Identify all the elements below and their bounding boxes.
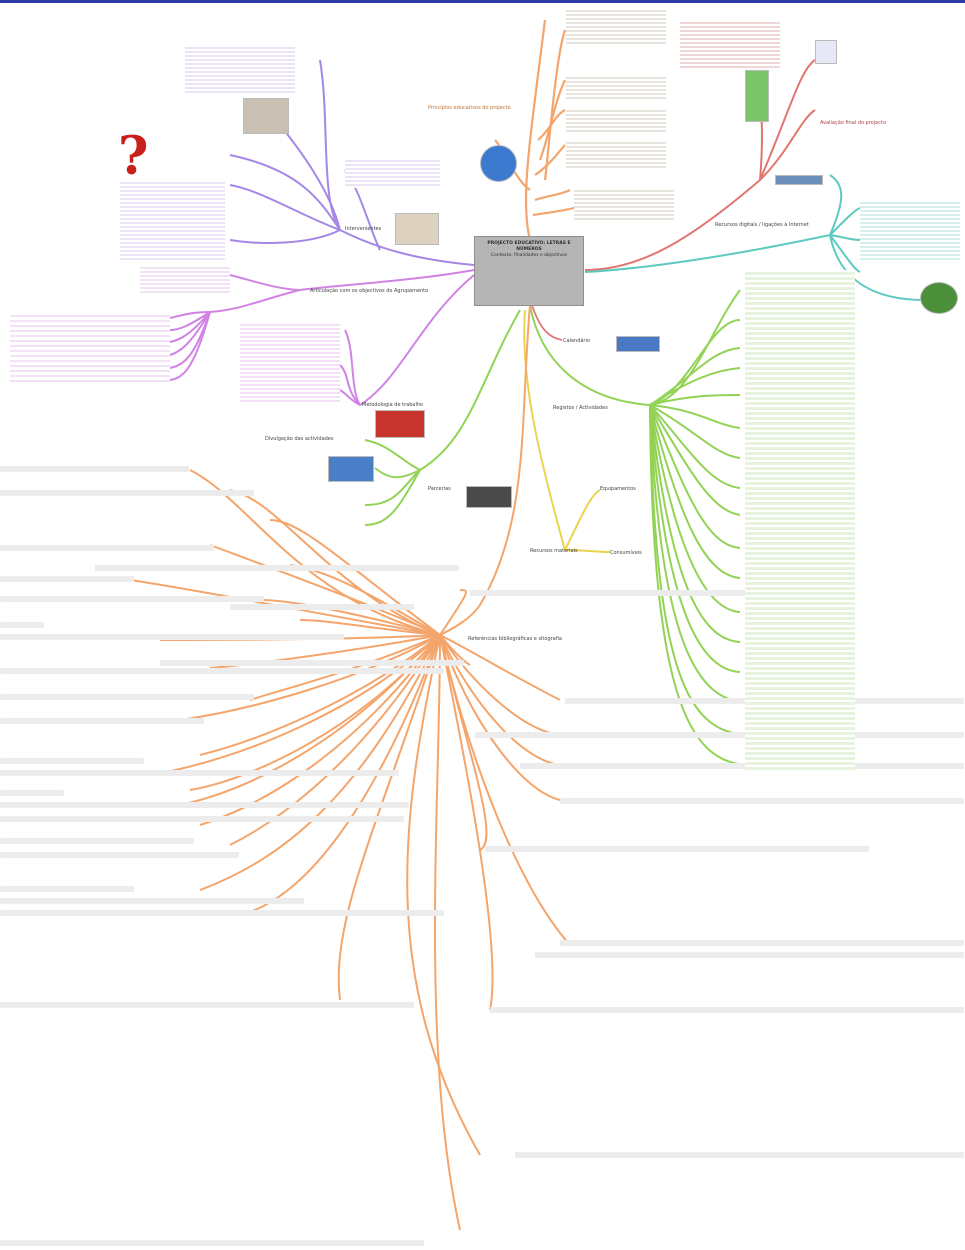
magenta-note-block: [140, 265, 230, 295]
green-note-block: [745, 270, 855, 770]
yellow-branch-label[interactable]: Recursos materiais: [530, 548, 578, 554]
citation-pill: [0, 718, 204, 724]
resources-image: [328, 456, 374, 482]
citation-pill: [0, 545, 214, 551]
top-bar: [0, 0, 965, 3]
citation-pill: [470, 590, 804, 596]
citation-pill: [0, 1240, 424, 1246]
citation-pill: [0, 770, 399, 776]
citation-pill: [0, 490, 254, 496]
globe-icon: [480, 145, 517, 182]
citation-pill: [0, 816, 404, 822]
citation-pill: [0, 910, 444, 916]
calendar-image: [616, 336, 660, 352]
yellow-b-label[interactable]: Consumíveis: [610, 550, 642, 556]
orange-note-block: [574, 188, 674, 222]
green-left2-label[interactable]: Parcerias: [428, 486, 451, 492]
banner-image: [775, 175, 823, 185]
classroom-image: [375, 410, 425, 438]
citation-pill: [0, 634, 344, 640]
orange-main-branch: [129, 304, 571, 1231]
citation-pill: [535, 952, 964, 958]
purple-note-block: [185, 45, 295, 95]
orange-note-block: [566, 8, 666, 44]
citation-pill: [0, 898, 304, 904]
magenta-note-block: [10, 312, 170, 384]
citation-pill: [560, 798, 964, 804]
magenta-branch: [169, 269, 475, 406]
citation-pill: [0, 852, 239, 858]
teal-branch-label[interactable]: Recursos digitais / ligações à Internet: [715, 222, 809, 228]
central-node[interactable]: PROJECTO EDUCATIVO: LETRAS E NÚMEROS Con…: [474, 236, 584, 306]
orange-note-block: [566, 75, 666, 99]
citation-pill: [0, 802, 409, 808]
citation-pill: [560, 940, 964, 946]
citation-pill: [0, 838, 194, 844]
citation-pill: [515, 1152, 964, 1158]
central-title: PROJECTO EDUCATIVO: LETRAS E NÚMEROS: [487, 241, 571, 252]
green-left-label[interactable]: Divulgação das actividades: [265, 436, 334, 442]
teal-branch: [584, 174, 926, 301]
citation-pill: [0, 758, 144, 764]
question-mark-icon: ?: [118, 126, 149, 187]
orange-note-block: [566, 140, 666, 168]
document-image: [815, 40, 837, 64]
central-body: Contexto, finalidades e objectivos: [490, 253, 568, 258]
citation-pill: [95, 565, 459, 571]
citation-pill: [0, 886, 134, 892]
purple-branch: [229, 59, 475, 266]
teal-note-block: [860, 200, 960, 260]
citation-pill: [0, 694, 254, 700]
purple-branch-label[interactable]: Intervenientes: [345, 226, 382, 232]
citation-pill: [230, 604, 414, 610]
book-cover-image: [745, 70, 769, 122]
violet-low-label[interactable]: Metodologia de trabalho: [362, 402, 424, 408]
citation-pill: [0, 1002, 414, 1008]
red-small-branch: [531, 304, 563, 341]
purple-note-block: [345, 158, 440, 188]
green-branch: [364, 289, 746, 766]
citation-pill: [0, 466, 189, 472]
magenta-branch-label[interactable]: Articulação com os objectivos do Agrupam…: [310, 288, 429, 294]
citation-pill: [0, 576, 134, 582]
orange-top-branch: [494, 19, 586, 241]
citation-pill: [490, 1007, 964, 1013]
red-note-block: [680, 20, 780, 70]
citation-pill: [520, 763, 964, 769]
orange-top-note[interactable]: Princípios educativos do projecto: [428, 105, 511, 111]
group-photo-image: [395, 213, 439, 245]
citation-pill: [160, 660, 464, 666]
green-branch-label[interactable]: Registos / Actividades: [553, 405, 608, 411]
citation-pill: [485, 846, 869, 852]
citation-pill: [0, 668, 444, 674]
citation-pill: [475, 732, 964, 738]
photo-icon: [243, 98, 289, 134]
orange-main-label[interactable]: Referências bibliográficas e sitografia: [468, 636, 562, 642]
red-small-label[interactable]: Calendário: [563, 338, 590, 344]
partners-image: [466, 486, 512, 508]
world-icon: [920, 282, 958, 314]
purple-note-block: [120, 180, 225, 260]
yellow-a-label[interactable]: Equipamentos: [600, 486, 636, 492]
magenta-note-block: [240, 322, 340, 402]
citation-pill: [0, 622, 44, 628]
yellow-branch: [523, 309, 611, 553]
citation-pill: [0, 596, 264, 602]
red-branch-note[interactable]: Avaliação final do projecto: [820, 120, 887, 126]
orange-note-block: [566, 108, 666, 132]
citation-pill: [0, 790, 64, 796]
